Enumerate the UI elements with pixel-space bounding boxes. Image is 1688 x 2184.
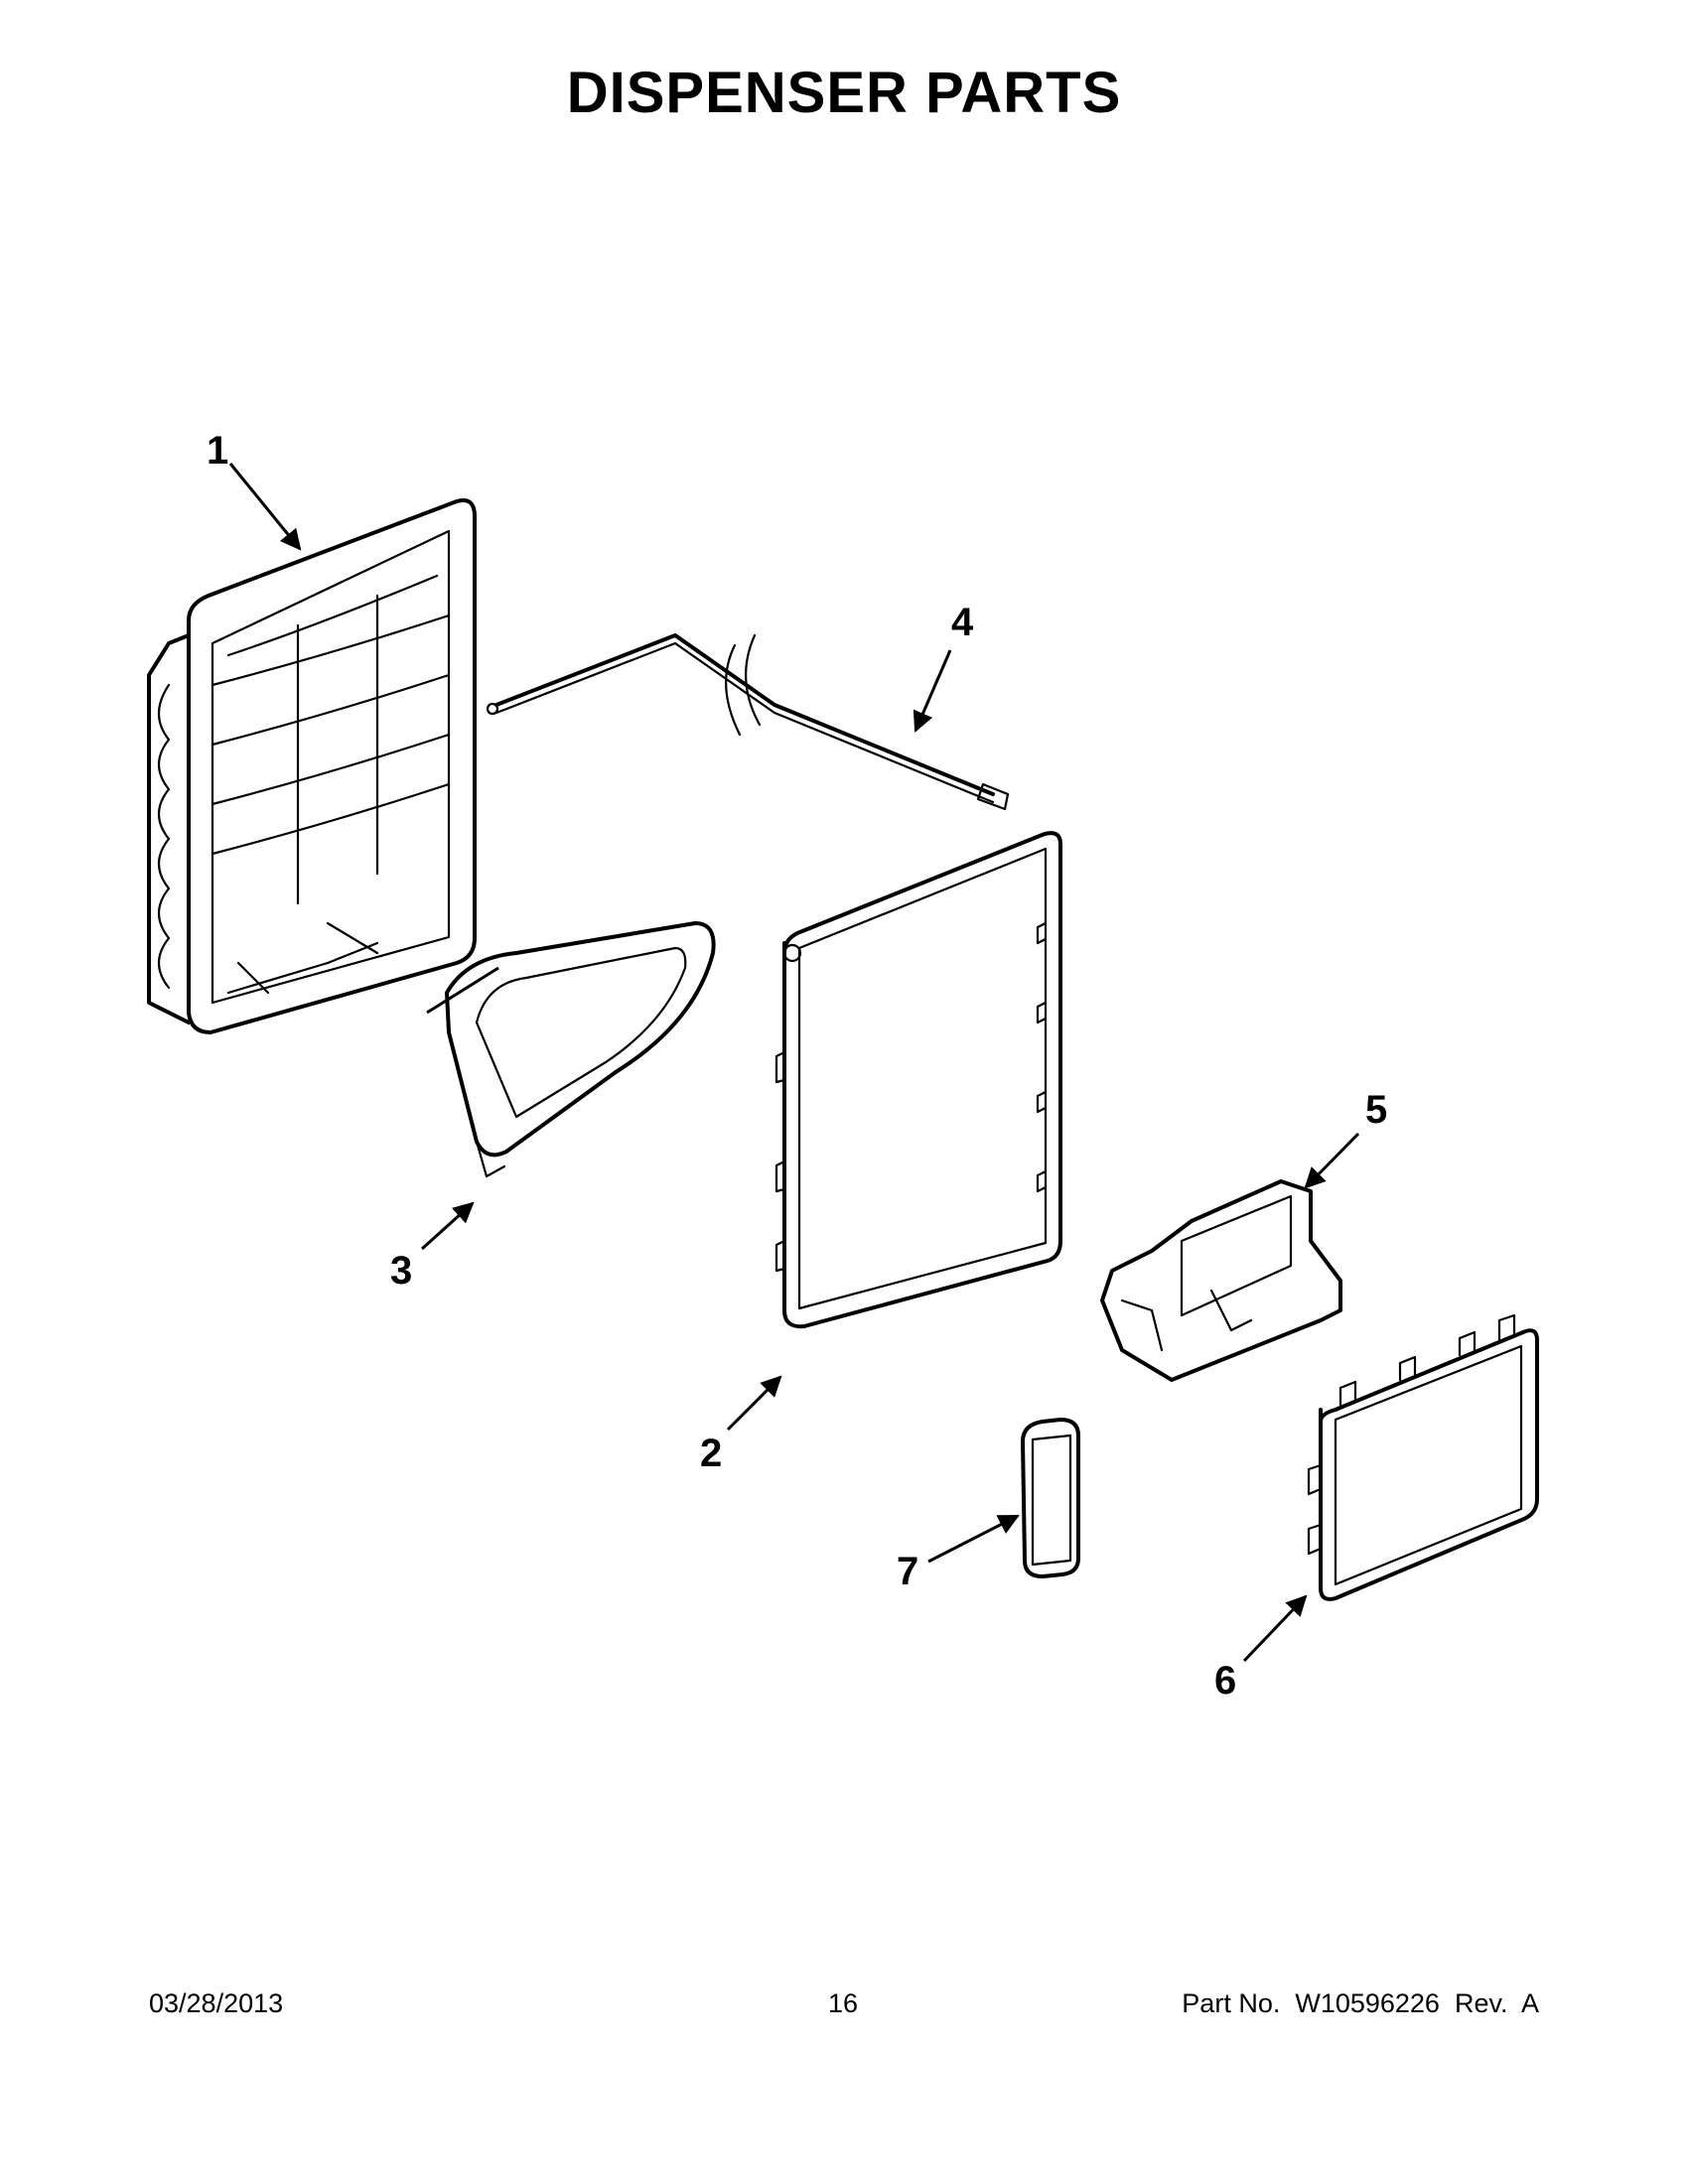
leader-2 <box>726 1375 782 1432</box>
callout-3: 3 <box>390 1249 413 1293</box>
page-title: DISPENSER PARTS <box>566 61 1122 125</box>
leader-3 <box>420 1201 475 1251</box>
callout-2: 2 <box>700 1432 723 1475</box>
leader-5 <box>1304 1132 1360 1189</box>
part-7-button <box>1021 1418 1080 1578</box>
callout-1: 1 <box>207 429 229 473</box>
callout-5: 5 <box>1365 1088 1388 1132</box>
part-1-ice-bin-housing <box>147 498 477 1034</box>
footer-page-number: 16 <box>828 1988 859 2018</box>
part-4-water-tube <box>486 633 1010 811</box>
callout-6: 6 <box>1214 1659 1237 1703</box>
leader-1 <box>228 463 302 551</box>
callout-7: 7 <box>897 1550 919 1593</box>
part-6-cover-panel <box>1307 1313 1539 1601</box>
leader-4 <box>913 649 952 733</box>
footer-part-number: Part No. W10596226 Rev. A <box>1182 1988 1539 2018</box>
part-5-actuator-assembly <box>1100 1179 1342 1382</box>
leader-6 <box>1242 1594 1308 1663</box>
leader-7 <box>927 1514 1020 1564</box>
part-2-door-frame <box>774 831 1062 1329</box>
part-3-chute <box>426 921 716 1178</box>
footer-date: 03/28/2013 <box>149 1988 284 2018</box>
callout-4: 4 <box>951 601 974 644</box>
